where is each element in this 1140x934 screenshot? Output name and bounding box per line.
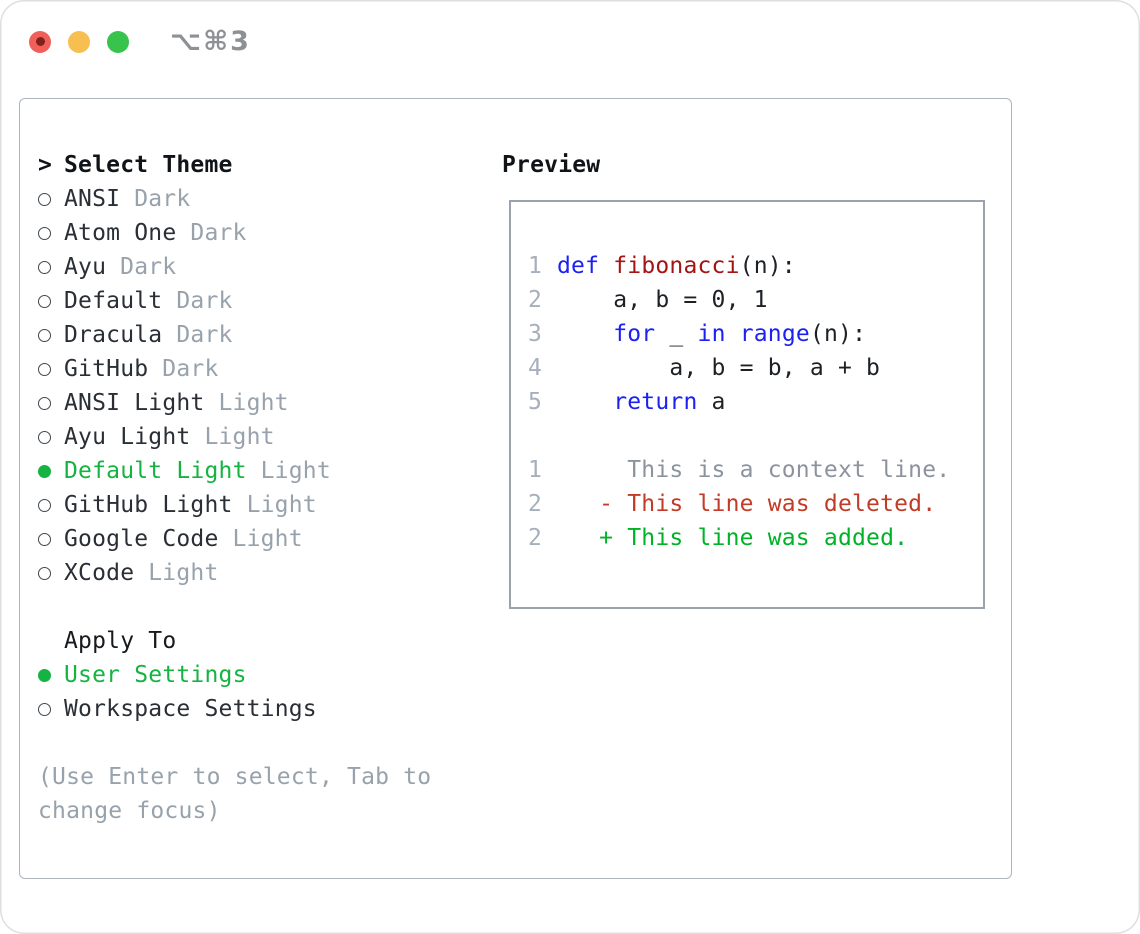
apply-option-workspace-settings[interactable]: Workspace Settings bbox=[38, 692, 478, 726]
hint-text-line2: change focus) bbox=[38, 798, 221, 824]
radio-unselected-icon bbox=[38, 396, 51, 410]
theme-option-ansi-light[interactable]: ANSI Light Light bbox=[38, 386, 478, 420]
line-number: 2 bbox=[528, 287, 543, 313]
theme-selector: > Select Theme ANSI Dark Atom One Dark A… bbox=[38, 148, 478, 828]
theme-option-github-dark[interactable]: GitHub Dark bbox=[38, 352, 478, 386]
theme-option-ansi-dark[interactable]: ANSI Dark bbox=[38, 182, 478, 216]
line-number: 1 bbox=[528, 253, 543, 279]
line-number: 5 bbox=[528, 389, 543, 415]
spacer-row bbox=[38, 590, 478, 624]
theme-option-ayu-light[interactable]: Ayu Light Light bbox=[38, 420, 478, 454]
theme-option-default-dark[interactable]: Default Dark bbox=[38, 284, 478, 318]
radio-selected-icon bbox=[38, 464, 51, 478]
line-number: 3 bbox=[528, 321, 543, 347]
code-line: 5 return a bbox=[528, 385, 983, 419]
line-number: 2 bbox=[528, 525, 543, 551]
select-theme-heading-row: > Select Theme bbox=[38, 148, 478, 182]
radio-unselected-icon bbox=[38, 328, 51, 342]
main-panel: > Select Theme ANSI Dark Atom One Dark A… bbox=[19, 98, 1012, 879]
line-number: 2 bbox=[528, 491, 543, 517]
theme-option-github-light[interactable]: GitHub Light Light bbox=[38, 488, 478, 522]
radio-unselected-icon bbox=[38, 498, 51, 512]
preview-heading-row: Preview bbox=[502, 148, 1002, 182]
theme-option-default-light-selected[interactable]: Default Light Light bbox=[38, 454, 478, 488]
radio-selected-icon bbox=[38, 668, 51, 682]
apply-option-user-settings-selected[interactable]: User Settings bbox=[38, 658, 478, 692]
theme-option-ayu-dark[interactable]: Ayu Dark bbox=[38, 250, 478, 284]
maximize-button[interactable] bbox=[107, 30, 129, 53]
theme-option-atom-one-dark[interactable]: Atom One Dark bbox=[38, 216, 478, 250]
radio-unselected-icon bbox=[38, 192, 51, 206]
diff-added-line: 2 + This line was added. bbox=[528, 521, 983, 555]
radio-unselected-icon bbox=[38, 566, 51, 580]
radio-unselected-icon bbox=[38, 702, 51, 716]
theme-option-google-code[interactable]: Google Code Light bbox=[38, 522, 478, 556]
radio-unselected-icon bbox=[38, 430, 51, 444]
spacer-row bbox=[38, 726, 478, 760]
radio-unselected-icon bbox=[38, 532, 51, 546]
hint-text-line1: (Use Enter to select, Tab to bbox=[38, 764, 432, 790]
select-theme-heading: Select Theme bbox=[64, 152, 233, 178]
close-button[interactable] bbox=[29, 30, 51, 53]
blank-line bbox=[528, 419, 983, 453]
diff-context-line: 1 This is a context line. bbox=[528, 453, 983, 487]
titlebar: ⌥⌘3 bbox=[29, 26, 251, 57]
minimize-button[interactable] bbox=[68, 30, 90, 53]
preview-heading: Preview bbox=[502, 152, 601, 178]
apply-to-heading: Apply To bbox=[64, 628, 177, 654]
prompt-caret: > bbox=[38, 152, 53, 178]
radio-unselected-icon bbox=[38, 362, 51, 376]
radio-unselected-icon bbox=[38, 294, 51, 308]
line-number: 1 bbox=[528, 457, 543, 483]
close-dot-icon bbox=[35, 37, 45, 46]
code-line: 4 a, b = b, a + b bbox=[528, 351, 983, 385]
code-line: 3 for _ in range(n): bbox=[528, 317, 983, 351]
code-line: 2 a, b = 0, 1 bbox=[528, 283, 983, 317]
theme-option-xcode[interactable]: XCode Light bbox=[38, 556, 478, 590]
apply-to-heading-row: Apply To bbox=[38, 624, 478, 658]
line-number: 4 bbox=[528, 355, 543, 381]
window-title: ⌥⌘3 bbox=[170, 26, 251, 57]
theme-option-dracula-dark[interactable]: Dracula Dark bbox=[38, 318, 478, 352]
diff-deleted-line: 2 - This line was deleted. bbox=[528, 487, 983, 521]
radio-unselected-icon bbox=[38, 260, 51, 274]
radio-unselected-icon bbox=[38, 226, 51, 240]
